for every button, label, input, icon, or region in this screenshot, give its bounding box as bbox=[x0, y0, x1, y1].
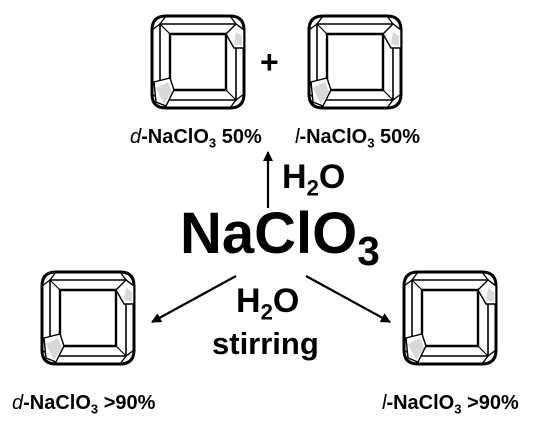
crystal-top-left bbox=[150, 14, 246, 110]
water-subscript: 2 bbox=[306, 175, 319, 201]
crystal-bottom-right bbox=[402, 270, 498, 366]
condition-stirring: stirring bbox=[212, 326, 319, 361]
product-amount: >90% bbox=[98, 392, 156, 414]
product-label-bottom-right: l-NaClO3 >90% bbox=[382, 392, 519, 417]
product-amount: 50% bbox=[374, 126, 421, 148]
product-label-top-right: l-NaClO3 50% bbox=[295, 126, 421, 151]
o-letter: O bbox=[272, 282, 300, 320]
water-subscript: 2 bbox=[260, 299, 273, 325]
product-label-top-left: d-NaClO3 50% bbox=[130, 126, 262, 151]
o-letter: O bbox=[318, 158, 346, 196]
product-formula: -NaClO bbox=[23, 392, 91, 414]
arrow-down-right bbox=[305, 275, 391, 323]
product-formula: -NaClO bbox=[386, 392, 455, 414]
prefix-d: d bbox=[130, 126, 142, 148]
product-amount: 50% bbox=[216, 126, 262, 148]
product-formula: -NaClO bbox=[299, 126, 368, 148]
reactant-main: NaClO bbox=[180, 201, 358, 266]
product-formula: -NaClO bbox=[141, 126, 209, 148]
crystal-top-right bbox=[307, 14, 403, 110]
condition-top-water: H2O bbox=[282, 158, 346, 199]
prefix-d: d bbox=[12, 392, 24, 414]
prefix-l: l bbox=[295, 126, 300, 148]
product-amount: >90% bbox=[461, 392, 519, 414]
reactant-subscript: 3 bbox=[357, 228, 380, 275]
crystal-bottom-left bbox=[40, 270, 136, 366]
arrow-down-left bbox=[151, 275, 237, 323]
product-label-bottom-left: d-NaClO3 >90% bbox=[12, 392, 156, 417]
reactant-formula: NaClO3 bbox=[180, 200, 380, 271]
product-subscript: 3 bbox=[208, 135, 217, 151]
h-letter: H bbox=[282, 158, 307, 196]
product-subscript: 3 bbox=[454, 401, 462, 417]
h-letter: H bbox=[236, 282, 261, 320]
plus-sign: + bbox=[260, 44, 279, 80]
product-subscript: 3 bbox=[367, 135, 375, 151]
condition-bottom-water: H2O bbox=[236, 282, 300, 323]
product-subscript: 3 bbox=[90, 401, 99, 417]
prefix-l: l bbox=[382, 392, 387, 414]
